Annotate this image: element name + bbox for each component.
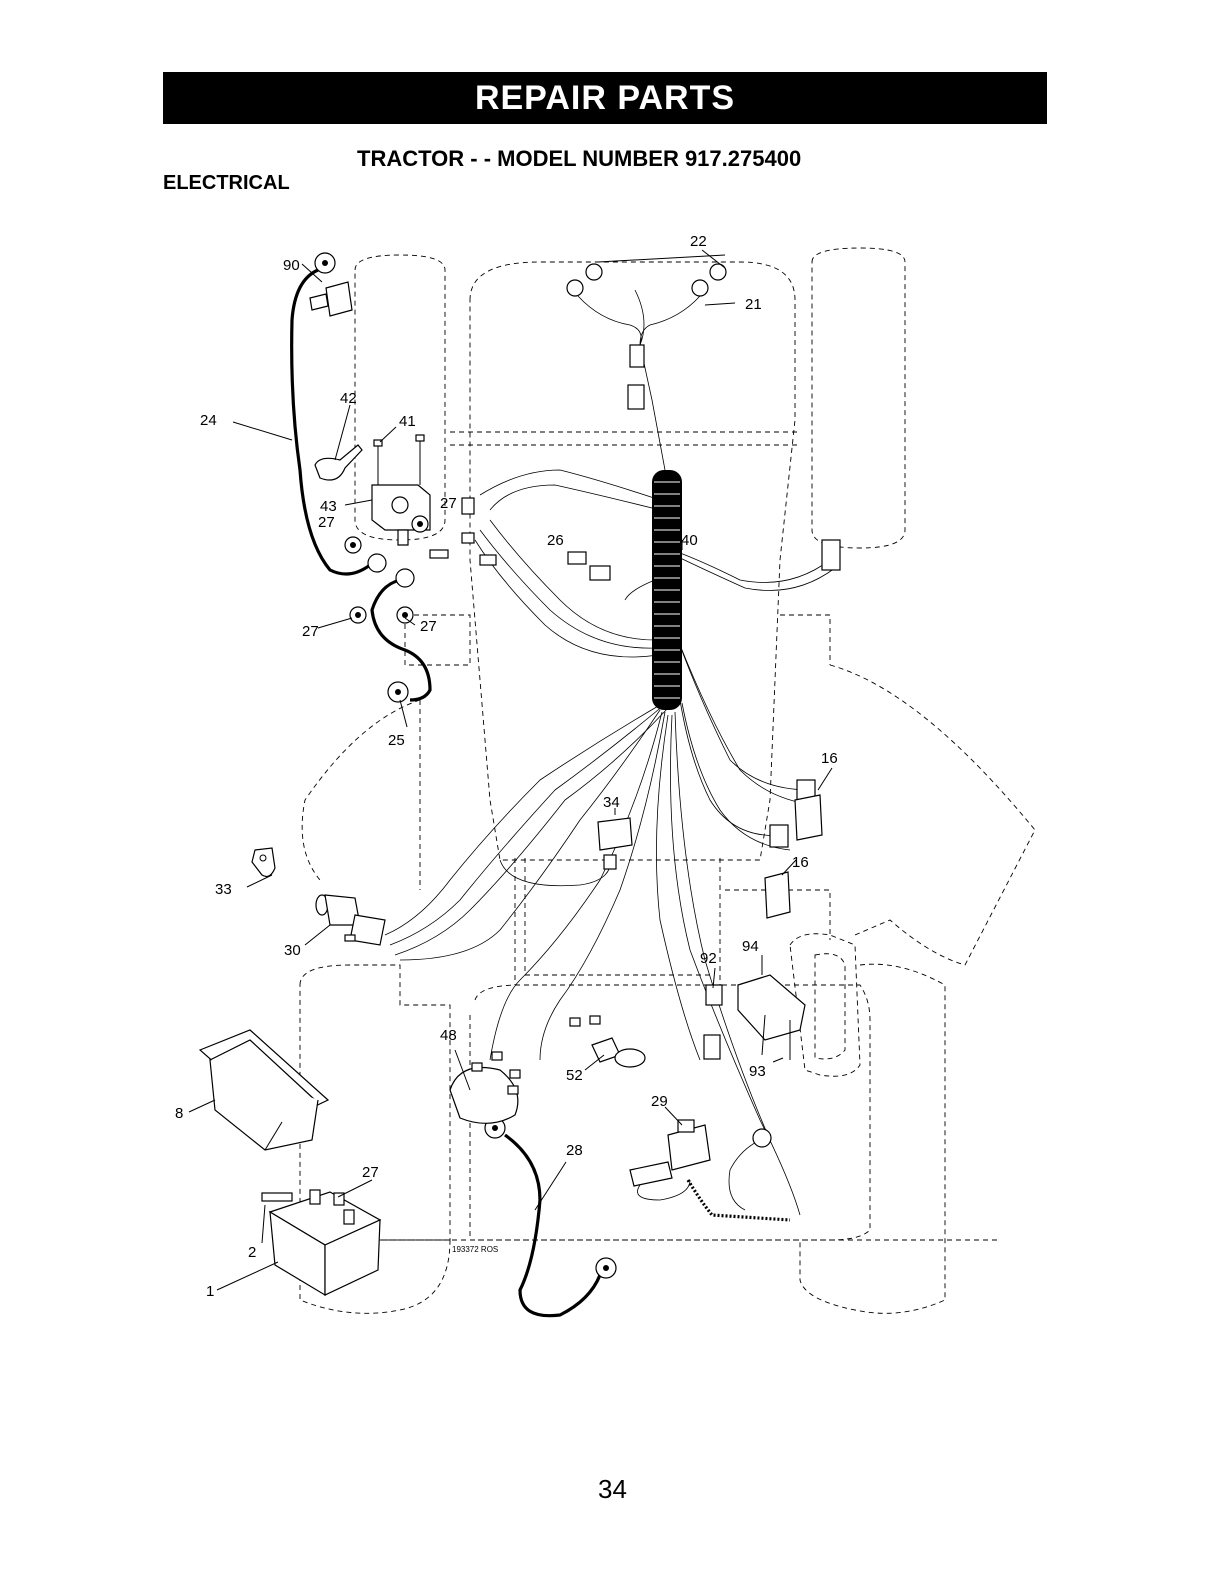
callout-24: 24 <box>200 412 217 429</box>
callout-41: 41 <box>399 413 416 430</box>
callout-21: 21 <box>745 296 762 313</box>
battery <box>262 1190 380 1295</box>
callout-93: 93 <box>749 1063 766 1080</box>
switch-34 <box>598 818 632 869</box>
callout-16-upper: 16 <box>821 750 838 767</box>
relay-94 <box>738 975 805 1060</box>
page-number: 34 <box>0 1474 1225 1505</box>
callout-48: 48 <box>440 1027 457 1044</box>
callout-26: 26 <box>547 532 564 549</box>
fuse-26 <box>568 552 610 580</box>
fuse-holder <box>310 282 352 316</box>
callout-42: 42 <box>340 390 357 407</box>
callout-43: 43 <box>320 498 337 515</box>
callout-29: 29 <box>651 1093 668 1110</box>
battery-box <box>200 1030 328 1150</box>
headlight-assembly <box>567 264 726 409</box>
callout-8: 8 <box>175 1105 183 1122</box>
ignition-key <box>252 848 275 876</box>
callout-30: 30 <box>284 942 301 959</box>
callout-27-left: 27 <box>318 514 335 531</box>
callout-52: 52 <box>566 1067 583 1084</box>
switch-29 <box>630 1120 790 1220</box>
callout-22: 22 <box>690 233 707 250</box>
callout-27-lower-left: 27 <box>302 623 319 640</box>
tractor-outline <box>300 248 1035 1313</box>
callout-33: 33 <box>215 881 232 898</box>
callout-90: 90 <box>283 257 300 274</box>
ignition-switch <box>316 895 385 945</box>
callout-28: 28 <box>566 1142 583 1159</box>
callout-92: 92 <box>700 950 717 967</box>
callout-27-battery: 27 <box>362 1164 379 1181</box>
callout-25: 25 <box>388 732 405 749</box>
wiring-harness <box>385 290 835 1215</box>
callout-16-lower: 16 <box>792 854 809 871</box>
callout-34: 34 <box>603 794 620 811</box>
callout-27-solenoid: 27 <box>440 495 457 512</box>
callout-1: 1 <box>206 1283 214 1300</box>
solenoid-assembly <box>315 435 496 623</box>
harness-sleeve <box>652 470 682 710</box>
callout-40: 40 <box>681 532 698 549</box>
callout-2: 2 <box>248 1244 256 1261</box>
switch-92 <box>704 985 722 1059</box>
connector-52 <box>592 1038 645 1067</box>
callout-27-lower-right: 27 <box>420 618 437 635</box>
callout-94: 94 <box>742 938 759 955</box>
drawing-code: 193372 ROS <box>452 1245 498 1254</box>
